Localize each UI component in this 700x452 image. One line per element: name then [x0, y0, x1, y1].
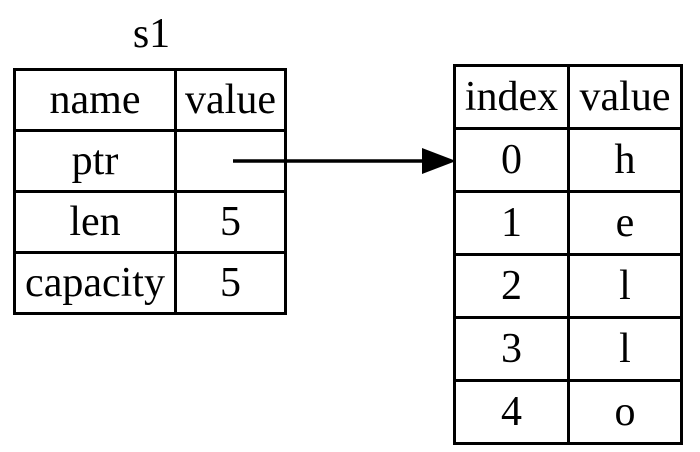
stack-cell-len-value: 5 — [174, 190, 287, 254]
heap-cell-index: 3 — [453, 316, 570, 382]
pointer-arrowhead-icon — [422, 148, 456, 174]
heap-cell-value: h — [567, 127, 683, 193]
table-row: 2 l — [453, 253, 683, 319]
stack-header-value: value — [174, 68, 287, 132]
heap-cell-index: 0 — [453, 127, 570, 193]
heap-header-index: index — [453, 64, 570, 130]
heap-table: index value 0 h 1 e 2 l 3 l 4 o — [453, 64, 683, 445]
table-row: 1 e — [453, 190, 683, 256]
table-row: 3 l — [453, 316, 683, 382]
stack-cell-len-name: len — [13, 190, 177, 254]
table-row: 0 h — [453, 127, 683, 193]
stack-table: name value ptr len 5 capacity 5 — [13, 68, 287, 315]
stack-cell-capacity-name: capacity — [13, 251, 177, 315]
heap-cell-value: l — [567, 316, 683, 382]
stack-cell-capacity-value: 5 — [174, 251, 287, 315]
table-row: capacity 5 — [13, 251, 287, 315]
heap-cell-value: l — [567, 253, 683, 319]
heap-cell-value: o — [567, 379, 683, 445]
table-row: ptr — [13, 129, 287, 193]
stack-cell-ptr-name: ptr — [13, 129, 177, 193]
stack-table-title: s1 — [132, 11, 171, 57]
heap-header-value: value — [567, 64, 683, 130]
table-row: 4 o — [453, 379, 683, 445]
heap-cell-index: 4 — [453, 379, 570, 445]
heap-cell-index: 2 — [453, 253, 570, 319]
table-row: name value — [13, 68, 287, 132]
heap-cell-value: e — [567, 190, 683, 256]
heap-cell-index: 1 — [453, 190, 570, 256]
stack-cell-ptr-value — [174, 129, 287, 193]
table-row: len 5 — [13, 190, 287, 254]
table-row: index value — [453, 64, 683, 130]
stack-header-name: name — [13, 68, 177, 132]
